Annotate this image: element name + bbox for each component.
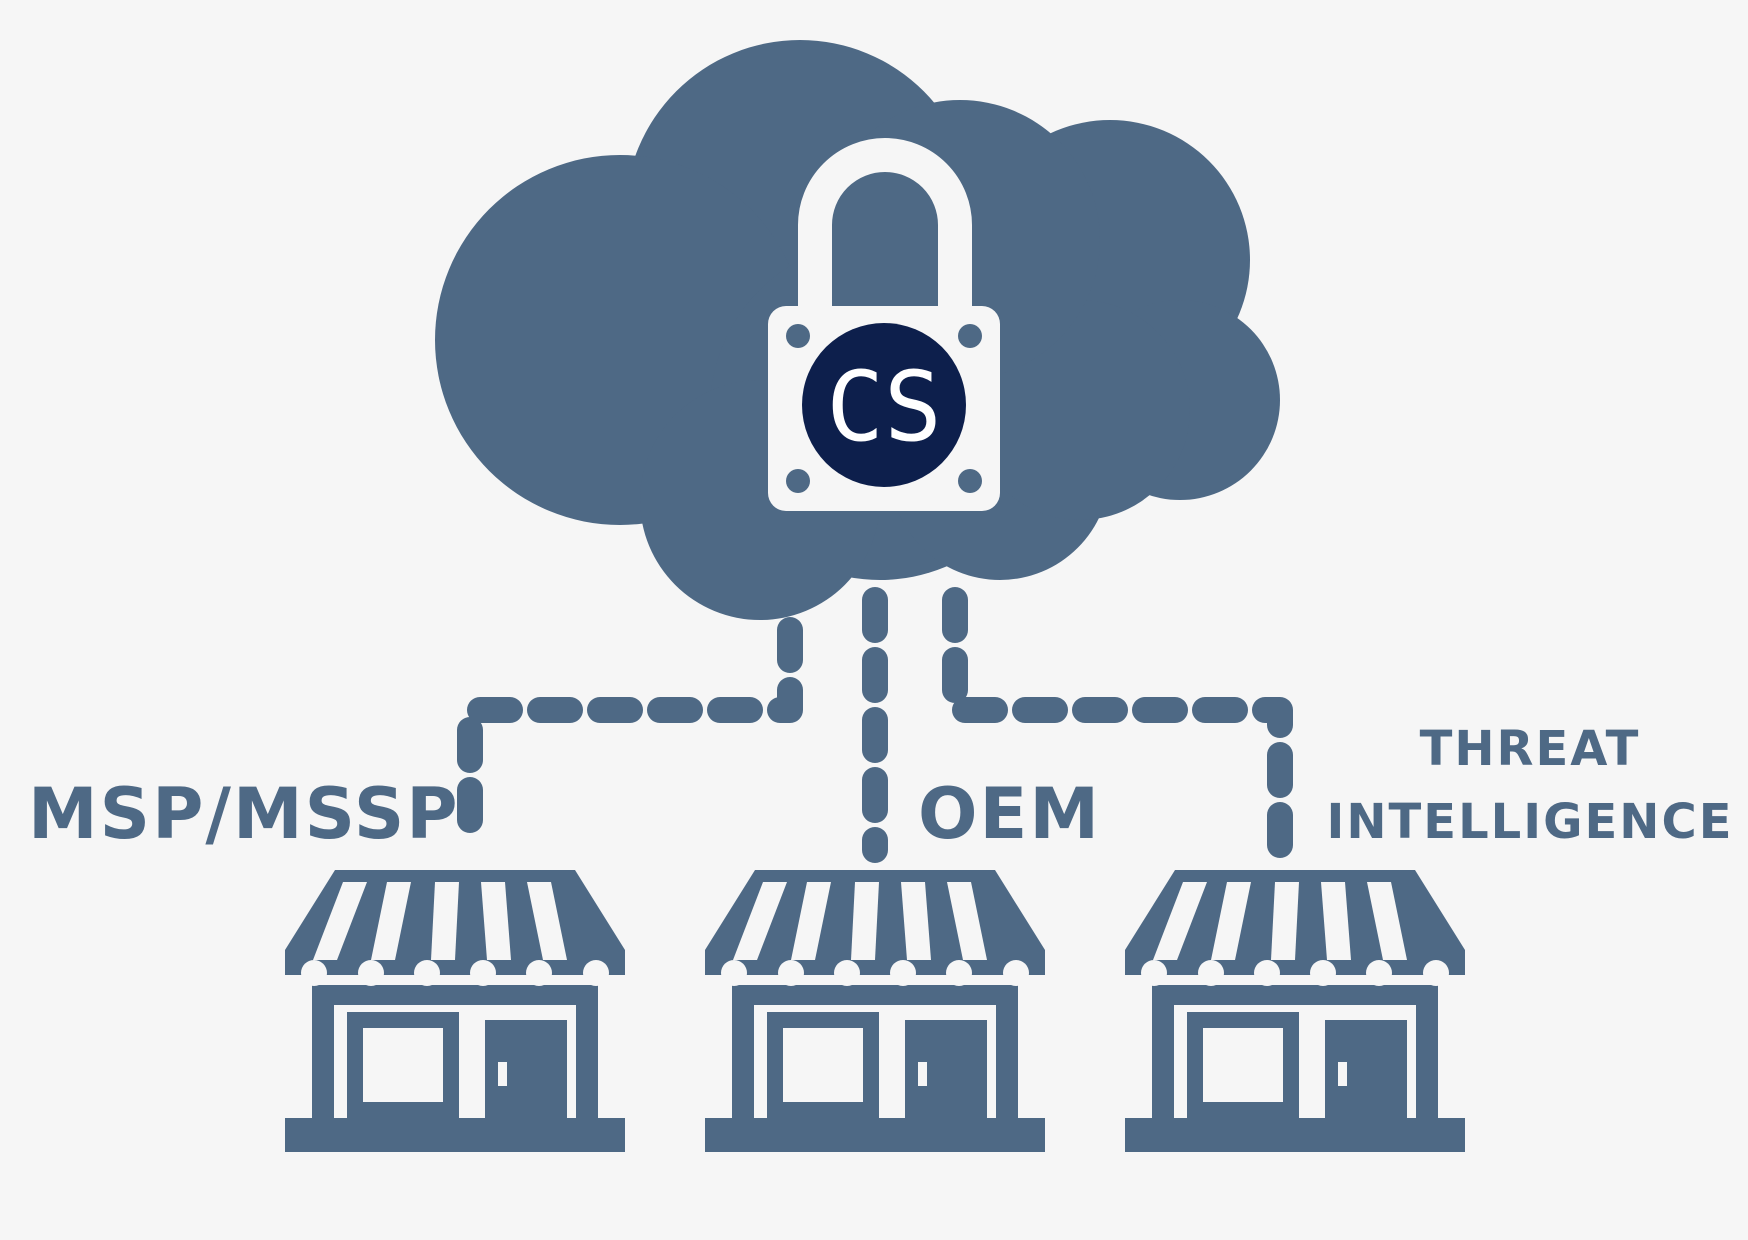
cs-badge bbox=[802, 323, 966, 487]
storefront-icon-msp bbox=[285, 870, 625, 1152]
storefront-icon-threat bbox=[1125, 870, 1465, 1152]
label-oem: OEM bbox=[918, 773, 1101, 855]
connector-threat bbox=[942, 587, 1293, 863]
padlock-icon: CS bbox=[768, 138, 1000, 511]
storefront-icon-oem bbox=[705, 870, 1045, 1152]
connector-msp bbox=[457, 617, 803, 863]
label-threat-line1: THREAT bbox=[1420, 721, 1641, 777]
label-threat-line2: INTELLIGENCE bbox=[1327, 794, 1734, 850]
label-msp: MSP/MSSP bbox=[28, 773, 460, 855]
connector-lines bbox=[457, 587, 1293, 863]
cs-badge-text: CS bbox=[826, 351, 942, 463]
